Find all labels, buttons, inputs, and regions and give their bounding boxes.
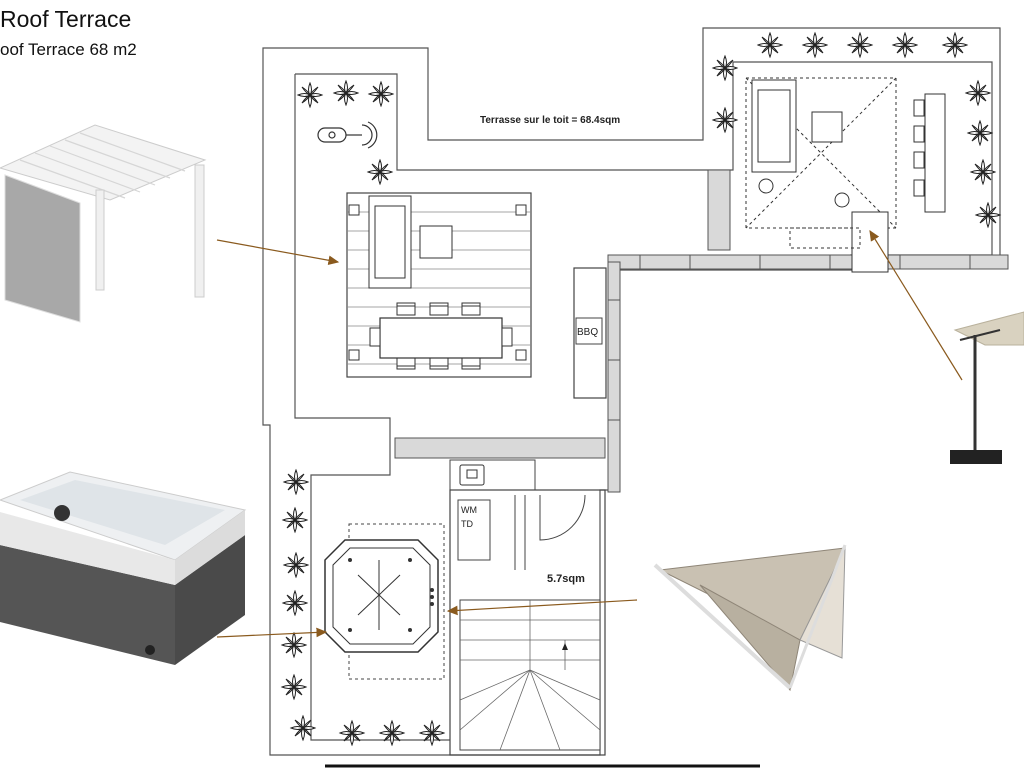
td-label: TD	[461, 519, 473, 529]
dining-set	[369, 302, 513, 370]
terrace-area-label: Terrasse sur le toit = 68.4sqm	[480, 115, 620, 126]
walls	[394, 169, 1009, 493]
wm-label: WM	[461, 505, 477, 515]
pergola-arrow	[216, 239, 340, 266]
sofa	[368, 195, 412, 289]
hot-tub	[324, 523, 445, 680]
room-area-label: 5.7sqm	[547, 573, 585, 585]
page-title: Roof Terrace	[0, 6, 132, 32]
hot-tub-photo	[0, 440, 262, 675]
hot-tub-arrow	[216, 627, 328, 638]
shower-fixture	[317, 121, 378, 149]
pergola-deck	[346, 192, 532, 378]
awning-photo	[642, 532, 910, 704]
awning-arrow	[446, 599, 638, 616]
coffee-table	[419, 225, 453, 259]
parasol-arrow	[869, 229, 963, 381]
parasol-lounge	[745, 77, 946, 273]
annotation-arrows	[216, 229, 963, 638]
wall-ticks	[608, 255, 971, 421]
parasol-photo	[950, 311, 1024, 464]
bbq-counter: BBQ	[573, 267, 607, 399]
page-subtitle: oof Terrace 68 m2	[0, 40, 137, 59]
pergola-photo	[0, 108, 255, 333]
laundry-stair-block: WM TD 5.7sqm	[449, 459, 606, 756]
bbq-label: BBQ	[577, 327, 598, 338]
